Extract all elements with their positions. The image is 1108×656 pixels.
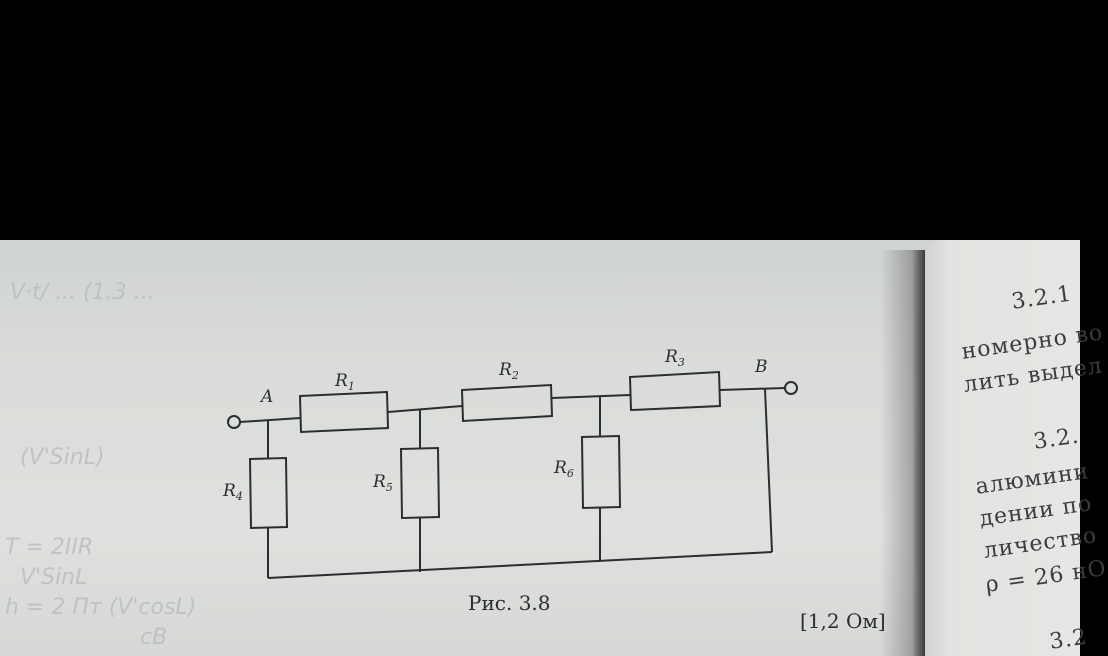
resistor-r6 bbox=[580, 434, 622, 510]
terminal-b bbox=[784, 381, 798, 395]
answer-text: [1,2 Ом] bbox=[800, 609, 886, 633]
pencil-line: cB bbox=[140, 625, 168, 650]
resistor-label-r3: R3 bbox=[664, 347, 685, 369]
node-label-b: B bbox=[754, 357, 768, 377]
pencil-line: V·t/ ... (1.3 ... bbox=[10, 280, 155, 305]
resistor-r1 bbox=[298, 390, 390, 434]
pencil-notes: V·t/ ... (1.3 ... (V'SinL) T = 2IIR V'Si… bbox=[0, 260, 250, 656]
resistor-r2 bbox=[460, 383, 554, 423]
resistor-label-r5: R5 bbox=[372, 472, 393, 494]
right-book-page bbox=[915, 240, 1080, 656]
terminal-a bbox=[227, 415, 241, 429]
resistor-r5 bbox=[399, 446, 441, 520]
black-top-area bbox=[0, 0, 1080, 240]
resistor-label-r6: R6 bbox=[553, 458, 574, 480]
wire-r1-r2 bbox=[387, 405, 463, 413]
pencil-line: T = 2IIR bbox=[5, 535, 94, 560]
wire-r3-b bbox=[719, 387, 786, 391]
resistor-label-r2: R2 bbox=[498, 360, 519, 382]
left-book-page bbox=[0, 240, 940, 656]
resistor-r3 bbox=[628, 370, 722, 412]
resistor-label-r4: R4 bbox=[222, 481, 243, 503]
pencil-line: h = 2 Пт (V'cosL) bbox=[5, 595, 197, 620]
wire-r2-r3 bbox=[551, 394, 631, 399]
book-gutter-shadow bbox=[880, 250, 925, 656]
figure-caption: Рис. 3.8 bbox=[468, 591, 551, 615]
wire-right-return bbox=[764, 388, 773, 553]
resistor-label-r1: R1 bbox=[334, 371, 355, 393]
wire-bottom-bus bbox=[267, 551, 773, 579]
pencil-line: V'SinL bbox=[20, 565, 88, 590]
node-label-a: A bbox=[259, 387, 273, 407]
circuit-diagram: A B R1 R2 R3 R4 R5 R6 Рис. 3.8 [1,2 Ом] bbox=[222, 347, 886, 633]
pencil-line: (V'SinL) bbox=[20, 445, 105, 470]
resistor-r4 bbox=[248, 456, 289, 530]
wire-a-r1 bbox=[239, 417, 301, 423]
